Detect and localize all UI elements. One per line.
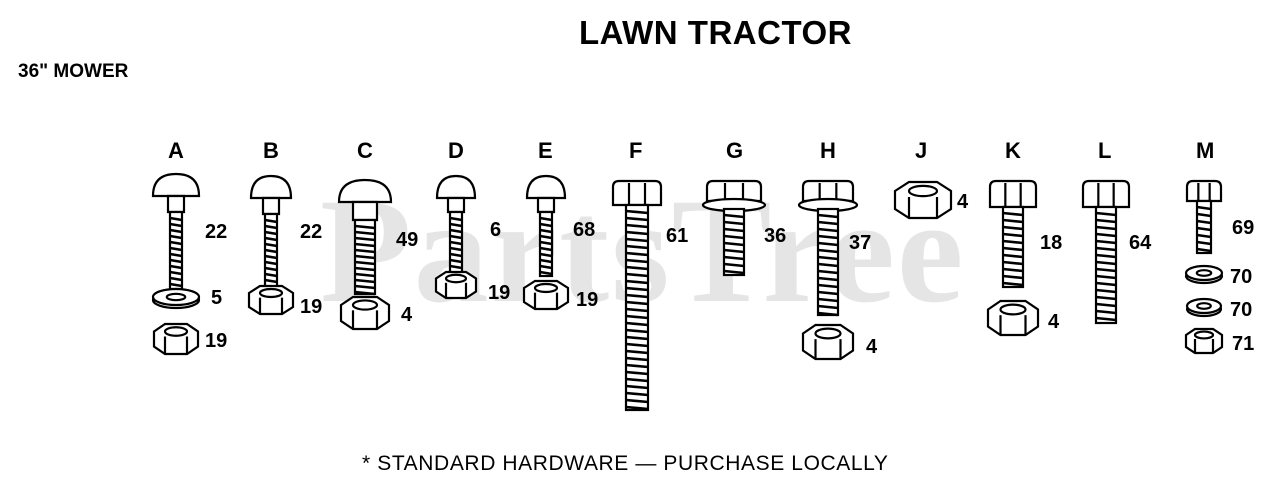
bolt-part-number: 61 [666,225,688,247]
fastener-part-number: 19 [300,296,322,318]
bolt-part-number: 37 [849,232,871,254]
standard-hardware-note: * STANDARD HARDWARE — PURCHASE LOCALLY [362,452,889,475]
group-letter: B [263,138,279,163]
mower-subtitle: 36" MOWER [18,61,129,82]
fastener-part-number: 5 [211,287,222,309]
fastener-part-number: 71 [1232,333,1254,355]
bolt-part-number: 68 [573,219,595,241]
bolt-part-number: 6 [490,219,501,241]
bolt-part-number: 4 [957,191,969,213]
fastener-part-number: 70 [1230,266,1252,288]
bolt-part-number: 69 [1232,217,1254,239]
group-letter: G [726,138,743,163]
hardware-group-a: A 22 5 19 [151,138,227,356]
hardware-group-h: H 37 4 [797,138,878,361]
fastener-part-number: 19 [205,330,227,352]
fastener-part-number: 4 [866,336,878,358]
group-letter: A [168,138,184,163]
group-letter: D [448,138,464,163]
bolt-part-number: 22 [300,221,322,243]
hardware-group-j: J4 [893,138,969,220]
hardware-group-f: F 61 [611,138,688,412]
group-letter: M [1196,138,1214,163]
bolt-part-number: 64 [1129,232,1152,254]
group-letter: J [915,138,927,163]
page-title: LAWN TRACTOR [578,14,853,51]
group-letter: E [538,138,553,163]
fastener-part-number: 4 [401,304,413,326]
fastener-part-number: 4 [1048,311,1060,333]
hardware-group-l: L 64 [1081,138,1152,325]
group-letter: L [1098,138,1111,163]
bolt-part-number: 18 [1040,232,1062,254]
hardware-group-e: E 68 19 [522,138,598,311]
bolt-part-number: 22 [205,221,227,243]
hardware-group-k: K 18 4 [986,138,1062,337]
hardware-group-m: M 69 70 70 71 [1184,138,1254,355]
fastener-part-number: 70 [1230,299,1252,321]
group-letter: F [629,138,642,163]
group-letter: H [820,138,836,163]
hardware-group-d: D 6 19 [434,138,510,304]
fastener-part-number: 19 [488,282,510,304]
group-letter: C [357,138,373,163]
fastener-part-number: 19 [576,289,598,311]
hardware-group-g: G 36 [701,138,786,277]
hardware-group-c: C 49 4 [337,138,418,331]
bolt-part-number: 36 [764,225,786,247]
group-letter: K [1005,138,1021,163]
bolt-part-number: 49 [396,229,418,251]
hardware-group-b: B 22 19 [247,138,322,318]
